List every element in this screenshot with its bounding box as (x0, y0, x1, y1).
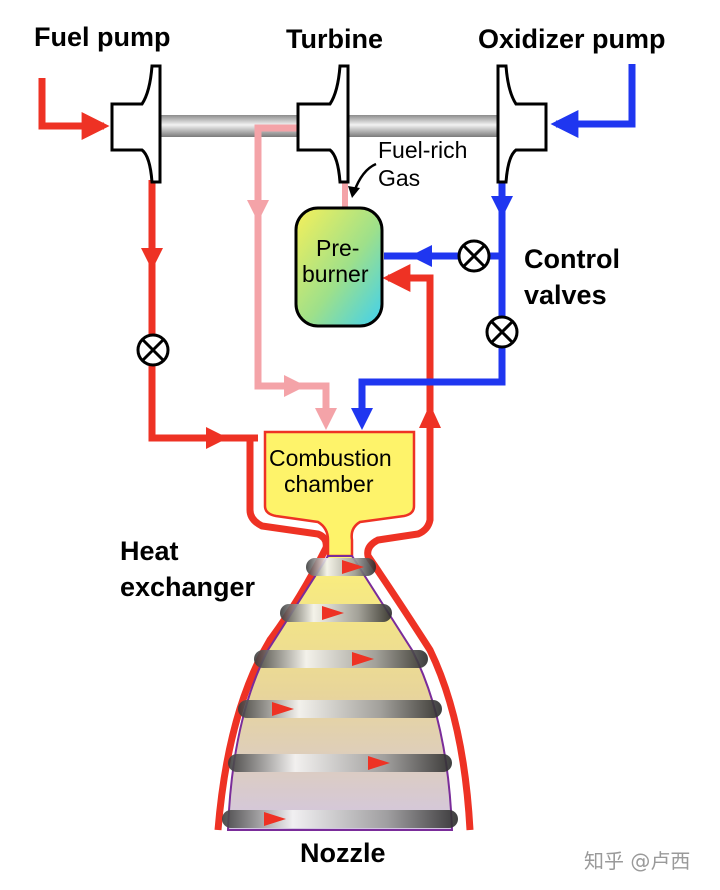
preburner (294, 206, 384, 328)
preburner-label-line1: Pre- (316, 235, 359, 261)
fuel-rich-arrow-right (284, 375, 306, 397)
fuel-rich-gas-label-line2: Gas (378, 165, 420, 191)
preburner-label-line2: burner (302, 261, 369, 287)
turbine-label: Turbine (286, 24, 383, 54)
cooling-band (254, 650, 428, 668)
cooling-band (238, 700, 442, 718)
fuel-rich-gas-line (254, 124, 330, 420)
fuel-control-valve (136, 333, 170, 367)
cooling-band (222, 810, 458, 828)
nozzle-cooling-bands (222, 558, 458, 828)
band-flow-arrow (272, 702, 294, 716)
heat-exchanger-label-line2: exchanger (120, 572, 256, 602)
band-flow-arrow (352, 652, 374, 666)
control-valves-label-line1: Control (524, 244, 620, 274)
fuel-rich-callout-arrowhead (348, 186, 360, 198)
heat-exchanger-jacket (214, 438, 330, 831)
oxidizer-arrow-chamber (351, 408, 373, 430)
heat-exchanger-return-arrow (419, 404, 441, 428)
oxidizer-pump-housing (496, 64, 548, 184)
fuel-pump-housing (110, 64, 162, 184)
fuel-main-line (148, 180, 258, 442)
oxidizer-preburner-arrow (410, 245, 432, 267)
fuel-rich-gas-label-line1: Fuel-rich (378, 137, 467, 163)
watermark: 知乎 @卢西 (584, 849, 690, 873)
combustion-chamber-label-line1: Combustion (269, 445, 392, 471)
band-flow-arrow (322, 606, 344, 620)
combustion-chamber-label-line2: chamber (284, 471, 374, 497)
fuel-inlet-line (38, 78, 110, 140)
cooling-band (228, 754, 452, 772)
fuel-pump-label: Fuel pump (34, 22, 171, 52)
control-valves-label-line2: valves (524, 280, 607, 310)
oxidizer-control-valve (485, 315, 519, 349)
fuel-rich-arrow-chamber (315, 408, 337, 430)
band-flow-arrow (342, 560, 364, 574)
nozzle-bell (226, 555, 454, 831)
cooling-band (306, 558, 376, 576)
oxidizer-inlet-line (550, 64, 636, 138)
turbine-housing (296, 64, 350, 184)
heat-exchanger-jacket-right (364, 276, 474, 831)
band-flow-arrow (368, 756, 390, 770)
fuel-flow-arrow-down (141, 248, 163, 270)
oxidizer-main-line (358, 180, 506, 420)
preburner-oxidizer-control-valve (457, 239, 491, 273)
oxidizer-arrow-down (491, 196, 513, 218)
band-flow-arrow (264, 812, 286, 826)
fuel-flow-arrow-right (206, 427, 228, 449)
oxidizer-pump-label: Oxidizer pump (478, 24, 666, 54)
fuel-to-preburner-line (382, 264, 434, 292)
heat-exchanger-label-line1: Heat (120, 536, 179, 566)
nozzle-label: Nozzle (300, 838, 386, 868)
fuel-rich-arrow-down (247, 200, 269, 222)
